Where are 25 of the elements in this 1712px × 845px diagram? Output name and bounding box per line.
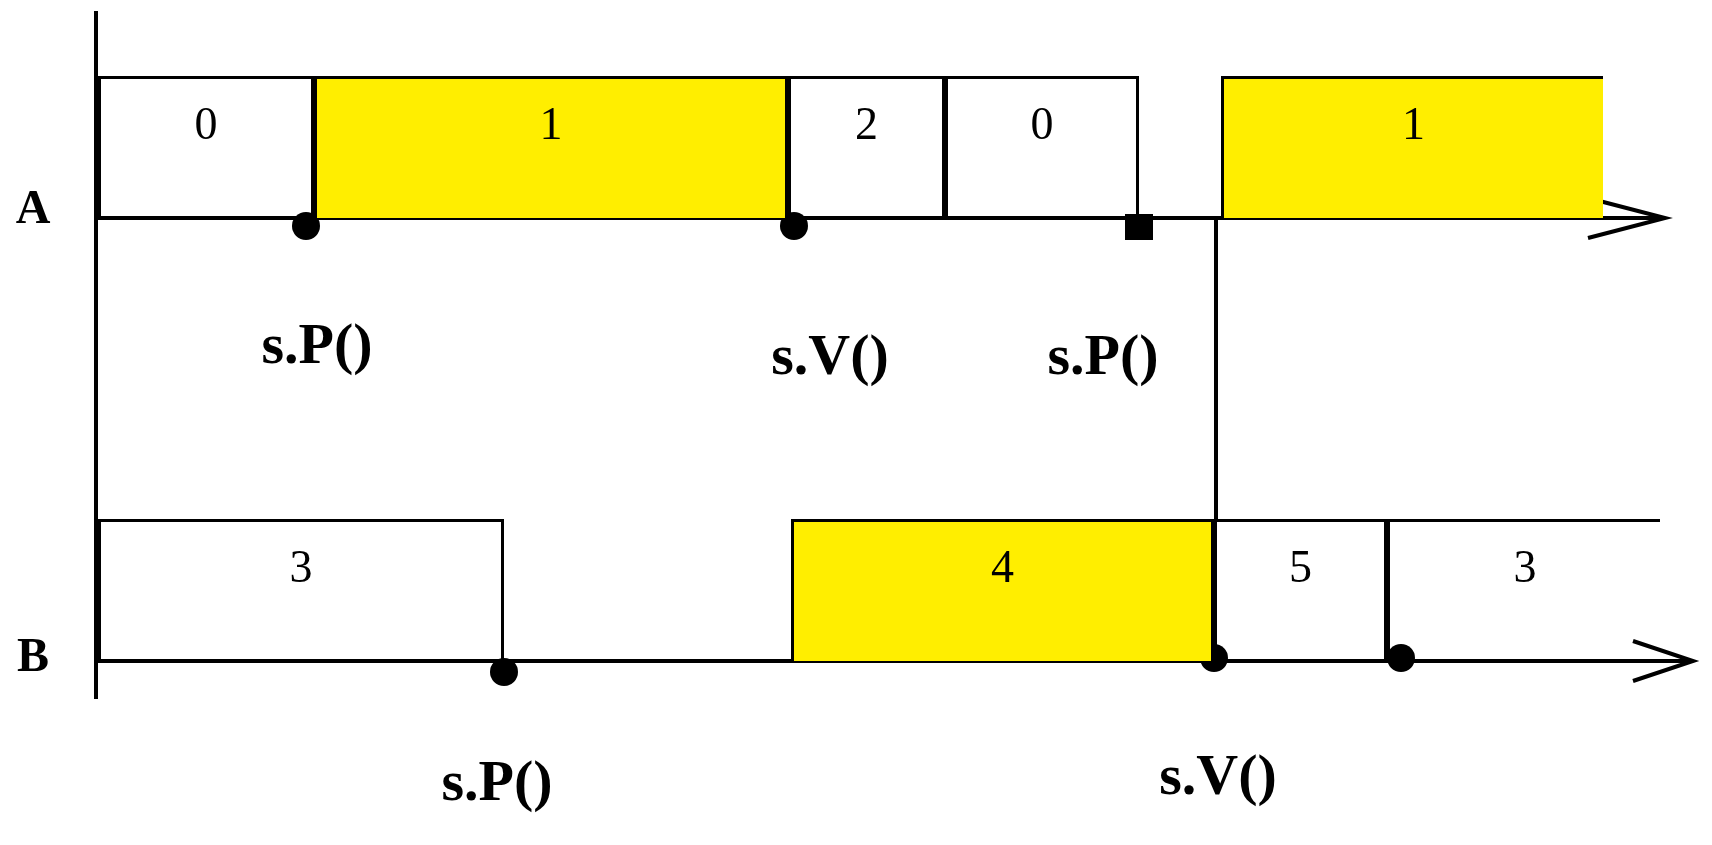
process-label: B xyxy=(17,631,49,679)
process-label: A xyxy=(15,183,51,231)
operation-label: s.P() xyxy=(261,315,373,373)
highlighted-segment xyxy=(1221,76,1603,218)
state-number: 3 xyxy=(288,544,314,590)
operation-label: s.P() xyxy=(1047,326,1159,384)
state-number: 1 xyxy=(538,101,564,147)
state-number: 3 xyxy=(1512,544,1538,590)
operation-label: s.V() xyxy=(1159,746,1277,804)
state-number: 0 xyxy=(1029,101,1055,147)
operation-label: s.V() xyxy=(771,326,889,384)
state-number: 1 xyxy=(1401,101,1426,147)
state-number: 2 xyxy=(854,101,879,147)
state-number: 4 xyxy=(990,544,1015,590)
state-number: 0 xyxy=(193,101,219,147)
highlighted-segment xyxy=(791,519,1214,661)
operation-label: s.P() xyxy=(441,752,553,810)
state-number: 5 xyxy=(1288,544,1313,590)
state-segment xyxy=(788,76,945,218)
highlighted-segment xyxy=(314,76,788,218)
state-segment xyxy=(1214,519,1387,661)
state-segment xyxy=(1387,519,1660,661)
signal-line xyxy=(1214,218,1218,519)
state-segment xyxy=(945,76,1139,218)
state-segment xyxy=(98,519,504,661)
